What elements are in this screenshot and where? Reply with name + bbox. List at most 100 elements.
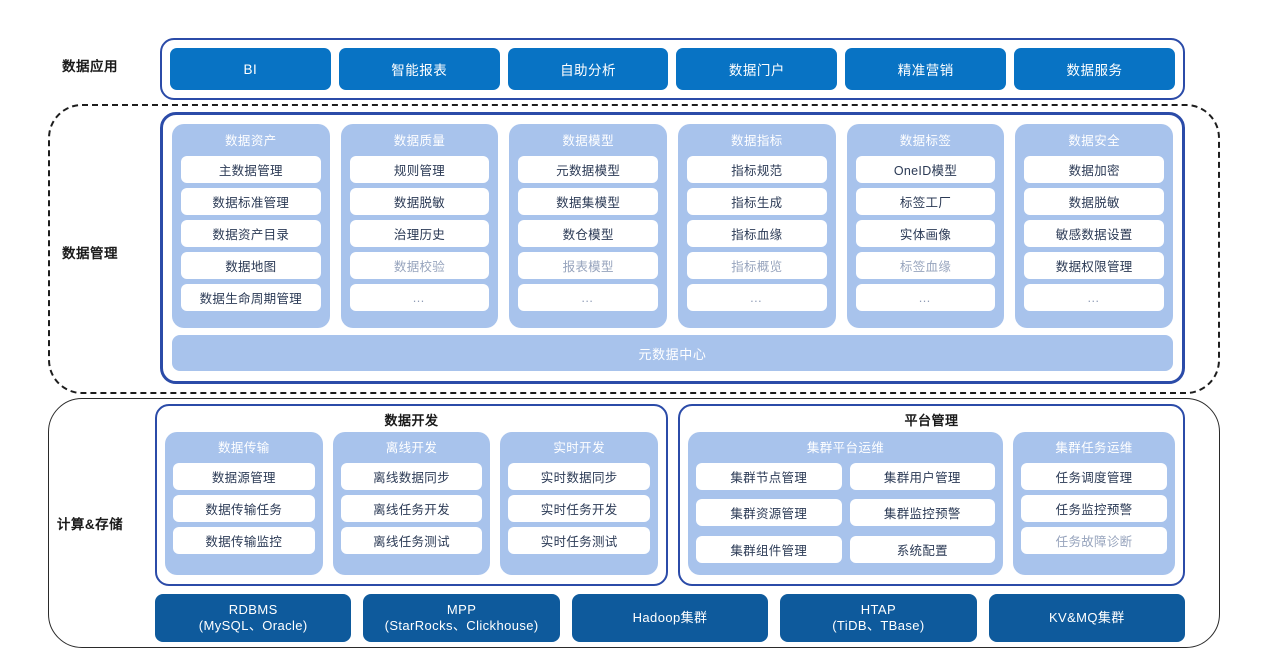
infra-name: RDBMS	[228, 602, 278, 617]
group-data-security: 数据安全 数据加密 数据脱敏 敏感数据设置 数据权限管理 …	[1015, 124, 1174, 328]
subgroup-title-cluster-task-ops: 集群任务运维	[1055, 441, 1133, 455]
cell-item[interactable]: 任务故障诊断	[1021, 527, 1167, 554]
cell-item[interactable]: 元数据模型	[518, 156, 659, 183]
cell-item[interactable]: OneID模型	[855, 156, 996, 183]
cell-item[interactable]: 任务监控预警	[1021, 495, 1167, 522]
cell-item[interactable]: 指标规范	[687, 156, 827, 183]
app-chip-bi[interactable]: BI	[170, 48, 331, 90]
app-chip-self-service-analysis[interactable]: 自助分析	[507, 48, 669, 90]
compute-top-panels: 数据开发 数据传输 数据源管理 数据传输任务 数据传输监控 离线开发 离线	[155, 404, 1185, 586]
cell-more: …	[855, 284, 996, 311]
infra-detail: (StarRocks、Clickhouse)	[384, 618, 539, 633]
app-chip-data-portal[interactable]: 数据门户	[676, 48, 838, 90]
data-management-band: 数据资产 主数据管理 数据标准管理 数据资产目录 数据地图 数据生命周期管理 数…	[160, 112, 1185, 384]
infra-chip-mpp[interactable]: MPP (StarRocks、Clickhouse)	[363, 594, 560, 642]
cell-item[interactable]: 数据源管理	[173, 463, 315, 490]
row-label-compute-storage: 计算&存储	[56, 517, 124, 532]
cell-item[interactable]: 集群组件管理	[696, 535, 842, 563]
group-title-data-security: 数据安全	[1068, 134, 1120, 148]
data-management-columns: 数据资产 主数据管理 数据标准管理 数据资产目录 数据地图 数据生命周期管理 数…	[172, 124, 1174, 328]
infra-name: Hadoop集群	[632, 610, 708, 625]
panel-body-platform-management: 集群平台运维 集群节点管理 集群用户管理 集群资源管理 集群监控预警 集群组件管…	[688, 432, 1175, 575]
cell-item[interactable]: 系统配置	[849, 535, 996, 563]
panel-data-development: 数据开发 数据传输 数据源管理 数据传输任务 数据传输监控 离线开发 离线	[155, 404, 668, 586]
cell-more: …	[349, 284, 490, 311]
subgroup-title-offline-development: 离线开发	[385, 441, 438, 455]
cell-item[interactable]: 离线数据同步	[340, 463, 483, 490]
infra-name: MPP	[446, 602, 477, 617]
cell-item[interactable]: 集群监控预警	[849, 499, 996, 527]
group-data-model: 数据模型 元数据模型 数据集模型 数仓模型 报表模型 …	[509, 124, 668, 328]
cell-item[interactable]: 集群资源管理	[696, 499, 842, 527]
app-chip-data-service[interactable]: 数据服务	[1014, 48, 1175, 90]
metadata-center-bar[interactable]: 元数据中心	[172, 335, 1173, 371]
infra-detail: (MySQL、Oracle)	[198, 618, 308, 633]
cell-item[interactable]: 任务调度管理	[1021, 463, 1167, 490]
cell-item[interactable]: 数据传输监控	[173, 527, 315, 554]
cell-item[interactable]: 数据集模型	[518, 188, 659, 215]
cell-item[interactable]: 主数据管理	[181, 156, 321, 183]
subgroup-cells: 实时数据同步 实时任务开发 实时任务测试	[508, 463, 651, 567]
cell-more: …	[1024, 284, 1165, 311]
app-chip-smart-report[interactable]: 智能报表	[338, 48, 500, 90]
infra-chip-kv-mq-cluster[interactable]: KV&MQ集群	[988, 594, 1186, 642]
subgroup-cells: 集群节点管理 集群用户管理 集群资源管理 集群监控预警 集群组件管理 系统配置	[696, 463, 996, 567]
row-label-data-management: 数据管理	[62, 246, 118, 261]
subgroup-title-data-transfer: 数据传输	[218, 441, 270, 455]
app-chip-precision-marketing[interactable]: 精准营销	[845, 48, 1007, 90]
cell-item[interactable]: 标签工厂	[855, 188, 996, 215]
cell-item[interactable]: 敏感数据设置	[1024, 220, 1165, 247]
cell-item[interactable]: 数据资产目录	[181, 220, 321, 247]
group-title-data-tag: 数据标签	[899, 134, 952, 148]
panel-title-data-development: 数据开发	[384, 413, 439, 428]
cell-item[interactable]: 指标血缘	[687, 220, 827, 247]
subgroup-cluster-platform-ops: 集群平台运维 集群节点管理 集群用户管理 集群资源管理 集群监控预警 集群组件管…	[688, 432, 1004, 575]
cell-item[interactable]: 报表模型	[518, 252, 659, 279]
infra-chip-hadoop-cluster[interactable]: Hadoop集群	[571, 594, 769, 642]
cell-item[interactable]: 数仓模型	[518, 220, 659, 247]
cell-item[interactable]: 数据脱敏	[349, 188, 490, 215]
cell-item[interactable]: 实时数据同步	[508, 463, 651, 490]
cell-item[interactable]: 集群节点管理	[696, 463, 842, 490]
cell-item[interactable]: 数据生命周期管理	[181, 284, 321, 311]
group-data-quality: 数据质量 规则管理 数据脱敏 治理历史 数据校验 …	[340, 124, 499, 328]
subgroup-title-realtime-development: 实时开发	[553, 441, 605, 455]
infra-chip-htap[interactable]: HTAP (TiDB、TBase)	[780, 594, 977, 642]
compute-storage-content: 数据开发 数据传输 数据源管理 数据传输任务 数据传输监控 离线开发 离线	[155, 404, 1186, 642]
cell-item[interactable]: 离线任务测试	[340, 527, 483, 554]
cell-item[interactable]: 标签血缘	[855, 252, 996, 279]
cell-item[interactable]: 实时任务开发	[508, 495, 651, 522]
cell-item[interactable]: 实时任务测试	[508, 527, 651, 554]
cell-item[interactable]: 数据标准管理	[181, 188, 321, 215]
group-title-data-model: 数据模型	[562, 134, 614, 148]
group-title-data-metric: 数据指标	[731, 134, 783, 148]
cell-item[interactable]: 离线任务开发	[340, 495, 483, 522]
group-data-asset: 数据资产 主数据管理 数据标准管理 数据资产目录 数据地图 数据生命周期管理	[172, 124, 330, 328]
cell-item[interactable]: 指标概览	[687, 252, 827, 279]
cell-item[interactable]: 实体画像	[855, 220, 996, 247]
cell-item[interactable]: 数据校验	[349, 252, 490, 279]
subgroup-cells: 数据源管理 数据传输任务 数据传输监控	[173, 463, 315, 567]
cell-item[interactable]: 数据加密	[1024, 156, 1165, 183]
subgroup-cells: 任务调度管理 任务监控预警 任务故障诊断	[1021, 463, 1167, 567]
cell-item[interactable]: 规则管理	[349, 156, 490, 183]
row-label-data-application: 数据应用	[62, 59, 118, 74]
infra-chip-rdbms[interactable]: RDBMS (MySQL、Oracle)	[155, 594, 352, 642]
cell-more: …	[687, 284, 827, 311]
panel-platform-management: 平台管理 集群平台运维 集群节点管理 集群用户管理 集群资源管理 集群监控预警 …	[678, 404, 1185, 586]
group-title-data-asset: 数据资产	[225, 134, 277, 148]
cell-more: …	[518, 284, 659, 311]
cell-item[interactable]: 指标生成	[687, 188, 827, 215]
cell-item[interactable]: 治理历史	[349, 220, 490, 247]
cell-item[interactable]: 数据地图	[181, 252, 321, 279]
group-data-tag: 数据标签 OneID模型 标签工厂 实体画像 标签血缘 …	[846, 124, 1005, 328]
cell-item[interactable]: 数据脱敏	[1024, 188, 1165, 215]
subgroup-realtime-development: 实时开发 实时数据同步 实时任务开发 实时任务测试	[500, 432, 659, 575]
cell-item[interactable]: 数据权限管理	[1024, 252, 1165, 279]
panel-title-platform-management: 平台管理	[904, 413, 959, 428]
subgroup-title-cluster-platform-ops: 集群平台运维	[806, 441, 885, 455]
compute-storage-boundary	[48, 398, 1220, 648]
cell-item[interactable]: 数据传输任务	[173, 495, 315, 522]
cell-item[interactable]: 集群用户管理	[849, 463, 996, 490]
